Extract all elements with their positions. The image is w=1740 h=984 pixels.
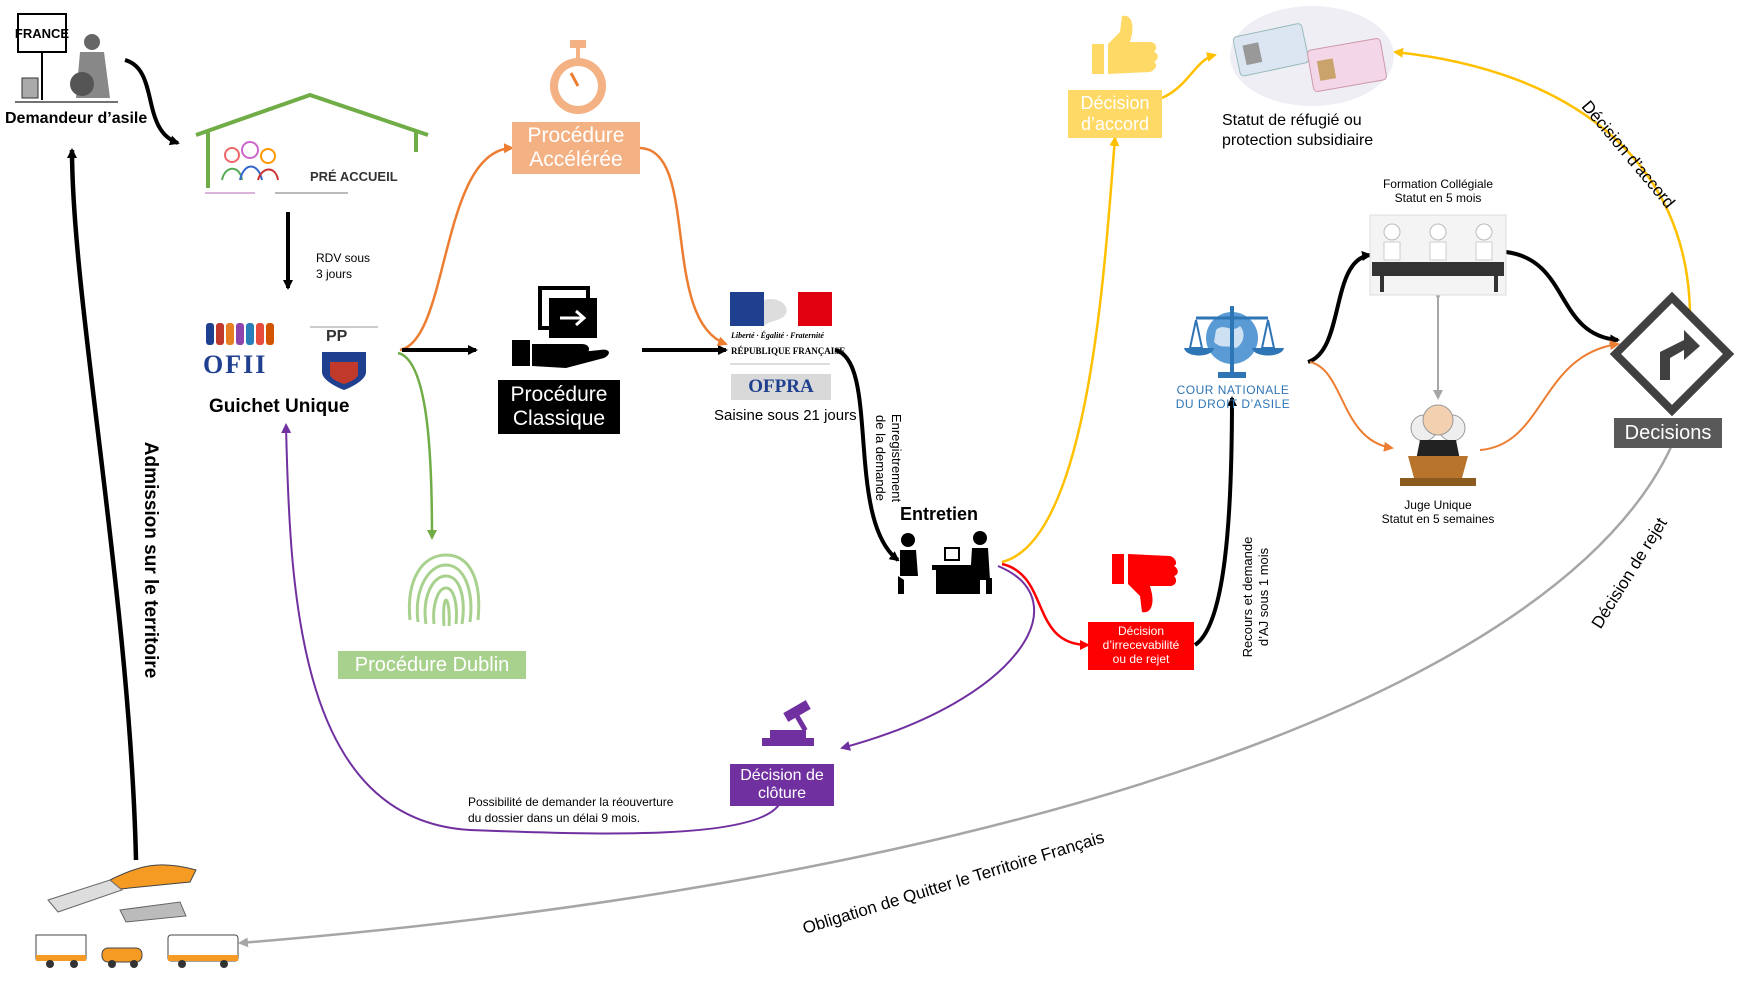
hand-document-icon — [512, 286, 609, 368]
ofpra-republique: République Française — [731, 346, 846, 356]
gavel-icon — [762, 700, 814, 746]
decision-irrecevabilite-box[interactable]: Décision d’irrecevabilité ou de rejet — [1088, 622, 1194, 670]
demandeur-label: Demandeur d’asile — [5, 110, 148, 127]
edge-transport-to-demandeur — [67, 148, 139, 861]
label-enregistrement-2: de la demande — [873, 415, 888, 501]
label-recours-2: d’AJ sous 1 mois — [1256, 547, 1271, 646]
decision-irrecevabilite-line1: Décision — [1117, 624, 1165, 639]
edge-irrecevabilite-to-cnda — [1193, 396, 1237, 647]
interview-icon — [898, 531, 992, 594]
decision-accord-line2: d’accord — [1080, 114, 1150, 134]
house-icon — [195, 92, 429, 194]
formation-collegiale-line1: Formation Collégiale — [1382, 177, 1494, 192]
pre-accueil-label: PRÉ ACCUEIL — [310, 169, 398, 184]
edge-cnda-to-formation — [1307, 251, 1372, 364]
stopwatch-icon — [550, 40, 606, 114]
decisions-box[interactable]: Decisions — [1614, 418, 1722, 448]
entretien-label: Entretien — [900, 504, 979, 524]
juge-unique-line1: Juge Unique — [1404, 498, 1472, 513]
decision-cloture-box[interactable]: Décision de clôture — [730, 764, 834, 806]
decision-cloture-line2: clôture — [757, 785, 807, 802]
ofii-text: OFII — [203, 350, 268, 379]
formation-collegiale-label: Formation Collégiale Statut en 5 mois — [1360, 175, 1516, 209]
edge-juge-to-decisions — [1479, 340, 1620, 451]
id-cards-icon — [1230, 6, 1394, 106]
ofpra-motto: Liberté · Égalité · Fraternité — [731, 331, 824, 340]
scales-globe-icon — [1184, 306, 1284, 378]
label-decision-rejet: Décision de rejet — [1588, 514, 1671, 632]
panel-judges-icon — [1369, 214, 1507, 296]
prefecture-text: PP — [326, 328, 348, 345]
procedure-acceleree-box[interactable]: Procédure Accélérée — [512, 122, 640, 174]
edge-entretien-to-cloture — [840, 565, 1036, 751]
edge-accord-to-statut — [1161, 52, 1217, 100]
label-decision-accord: Décision d’accord — [1578, 97, 1679, 212]
cnda-line2: DU DROIT D’ASILE — [1175, 397, 1291, 411]
ofpra-name: OFPRA — [748, 376, 814, 398]
procedure-dublin-box[interactable]: Procédure Dublin — [338, 651, 526, 679]
statut-line1: Statut de réfugié ou — [1222, 112, 1362, 129]
edge-entretien-to-accord — [1001, 136, 1120, 564]
edge-guichet-to-dublin — [397, 351, 437, 540]
asylum-seeker-icon: FRANCE — [15, 13, 118, 103]
thumbs-up-icon — [1092, 15, 1158, 75]
guichet-unique-label: Guichet Unique — [209, 396, 350, 417]
procedure-dublin-label: Procédure Dublin — [354, 653, 510, 676]
label-recours-1: Recours et demande — [1240, 537, 1255, 658]
edge-cnda-to-juge — [1309, 361, 1394, 452]
procedure-acceleree-line2: Accélérée — [529, 148, 623, 171]
ofpra-name-box: OFPRA — [731, 374, 831, 400]
edge-guichet-to-acceleree — [399, 143, 514, 352]
thumbs-down-icon — [1112, 554, 1178, 613]
road-sign-icon — [1609, 291, 1735, 417]
fingerprint-icon — [407, 553, 481, 627]
ofpra-caption: Saisine sous 21 jours — [714, 407, 857, 424]
juge-unique-line2: Statut en 5 semaines — [1381, 512, 1495, 526]
edge-decisions-to-statut — [1393, 47, 1692, 319]
statut-line2: protection subsidiaire — [1222, 132, 1374, 149]
edge-cloture-to-guichet — [281, 423, 781, 835]
edge-acceleree-to-ofpra — [639, 146, 728, 346]
ofii-logo-icon — [206, 323, 274, 345]
marianne-logo-icon — [730, 292, 832, 365]
procedure-classique-line2: Classique — [512, 407, 606, 430]
procedure-acceleree-line1: Procédure — [527, 123, 625, 147]
transport-icon — [35, 864, 239, 968]
edge-ofpra-to-entretien — [834, 348, 900, 562]
edge-entretien-to-irrecevabilite — [1001, 562, 1090, 650]
decision-irrecevabilite-line3: ou de rejet — [1112, 651, 1170, 666]
judge-icon — [1400, 404, 1476, 486]
decision-accord-box[interactable]: Décision d’accord — [1068, 90, 1162, 138]
decision-cloture-line1: Décision de — [740, 766, 824, 784]
decision-accord-line1: Décision — [1080, 93, 1150, 114]
label-admission: Admission sur le territoire — [140, 442, 161, 679]
procedure-classique-box[interactable]: Procédure Classique — [498, 380, 620, 434]
france-sign-text: FRANCE — [15, 26, 69, 41]
cnda-line1: COUR NATIONALE — [1176, 383, 1290, 398]
reouverture-line1: Possibilité de demander la réouverture — [468, 795, 674, 809]
rdv-label-1: RDV sous — [316, 251, 371, 265]
juge-unique-label: Juge Unique Statut en 5 semaines — [1364, 496, 1512, 530]
label-enregistrement-1: Enregistrement — [889, 414, 904, 503]
reouverture-line2: du dossier dans un délai 9 mois. — [468, 811, 641, 825]
procedure-classique-line1: Procédure — [510, 382, 608, 406]
prefecture-logo-icon — [310, 326, 378, 390]
decisions-label: Decisions — [1624, 421, 1712, 444]
edge-demandeur-to-preaccueil — [124, 58, 180, 146]
formation-collegiale-line2: Statut en 5 mois — [1394, 191, 1482, 205]
edge-formation-to-decisions — [1505, 250, 1620, 345]
edge-decisions-to-transport — [238, 444, 1674, 948]
rdv-label-2: 3 jours — [316, 267, 353, 281]
cnda-label: COUR NATIONALE DU DROIT D’ASILE — [1160, 380, 1306, 416]
label-oqtf: Obligation de Quitter le Territoire Fran… — [800, 828, 1106, 938]
decision-irrecevabilite-line2: d’irrecevabilité — [1102, 638, 1180, 653]
